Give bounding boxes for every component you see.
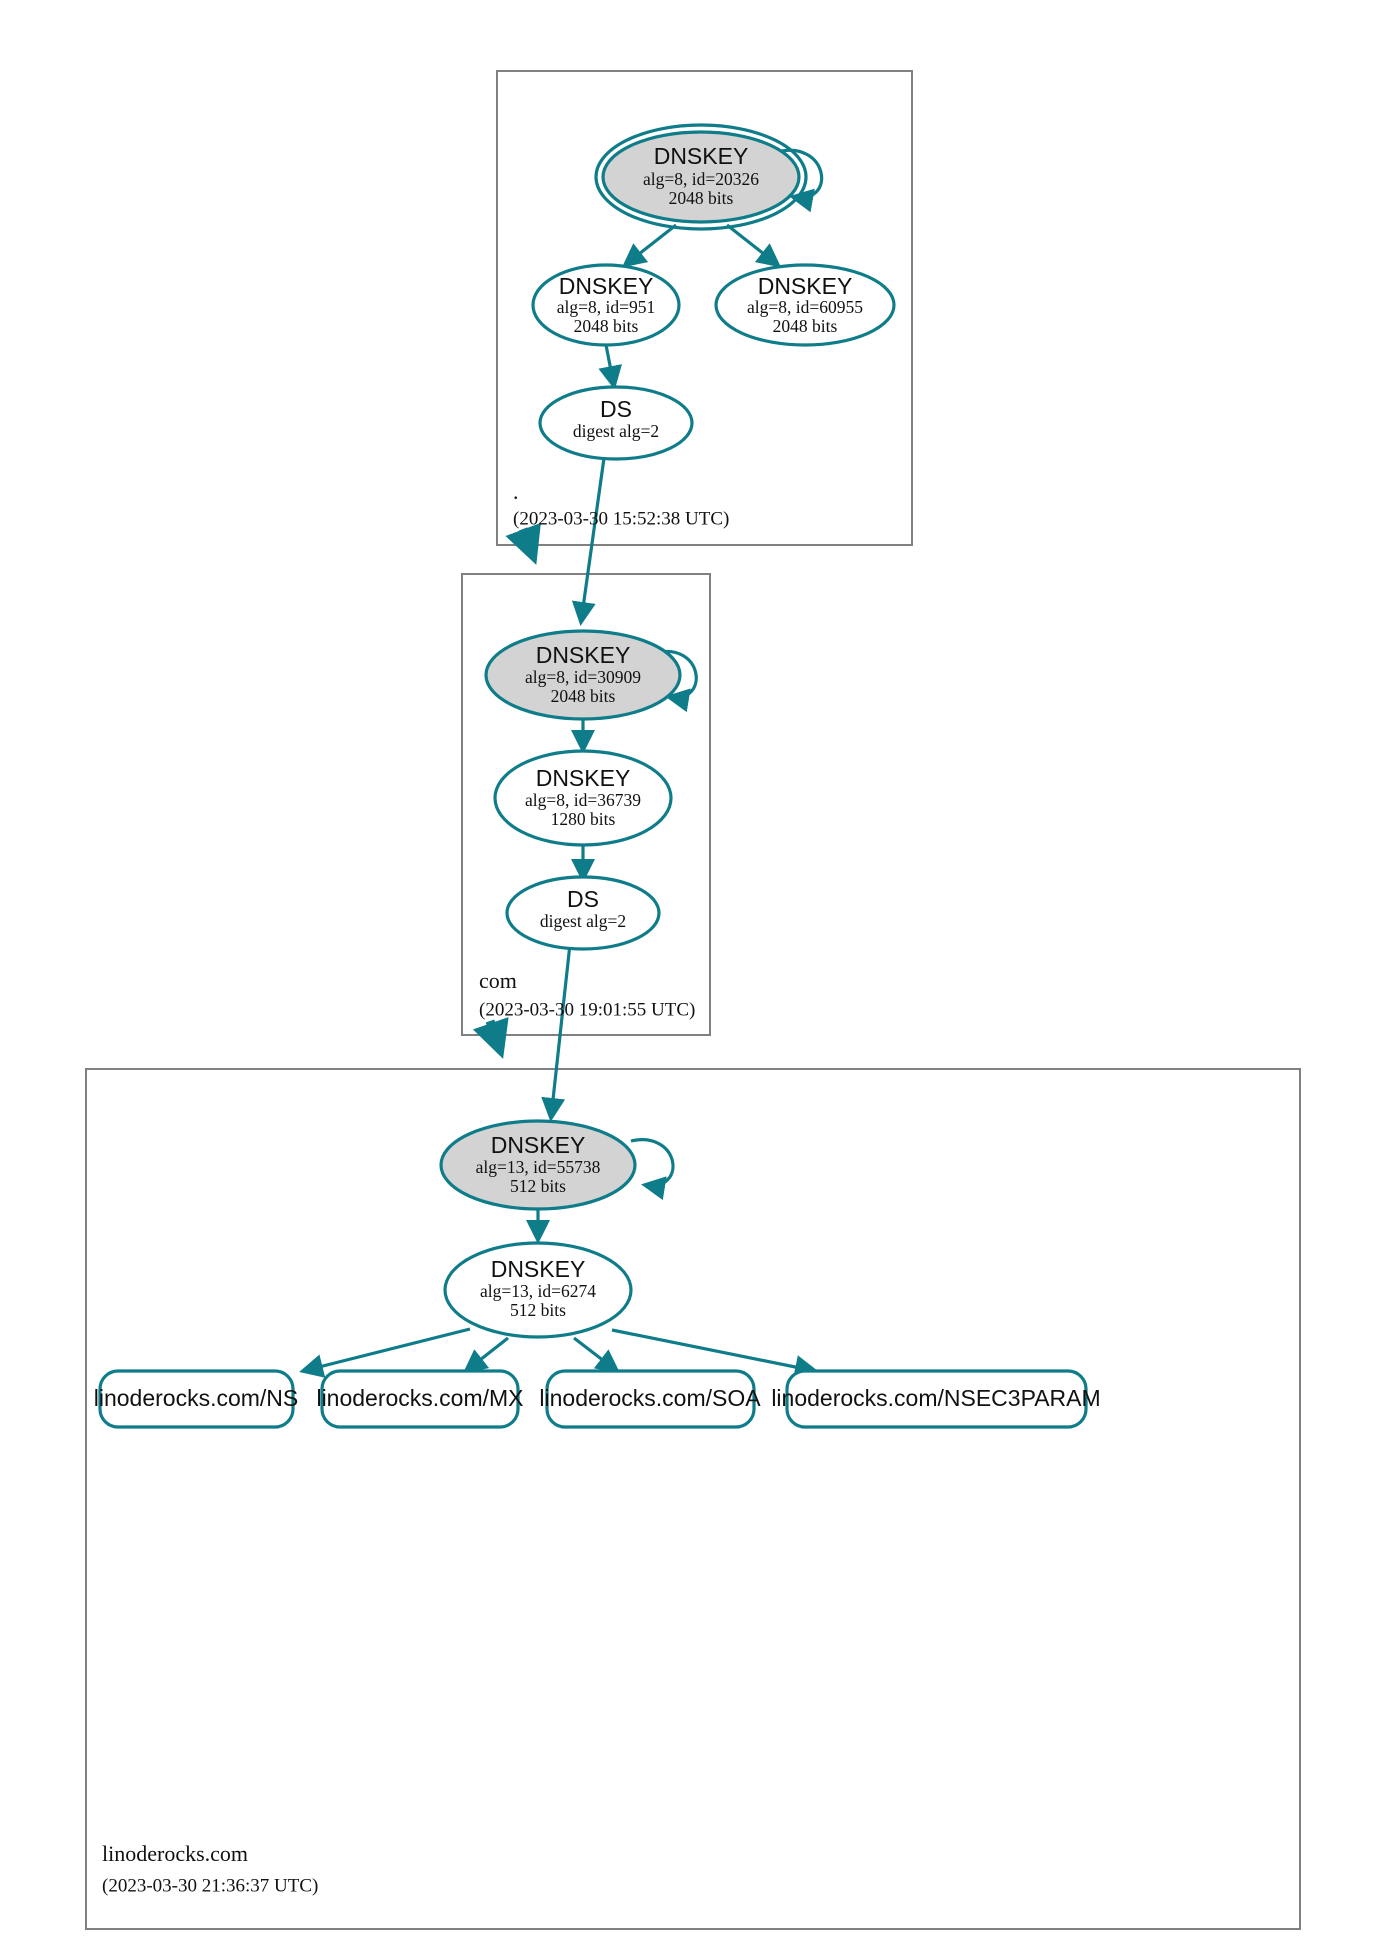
rrset-label: linoderocks.com/NS bbox=[94, 1385, 299, 1411]
node-bits: 2048 bits bbox=[669, 188, 734, 208]
node-ellipse bbox=[714, 263, 896, 347]
node-params: alg=13, id=6274 bbox=[480, 1281, 596, 1301]
rrset-label: linoderocks.com/NSEC3PARAM bbox=[771, 1385, 1100, 1411]
node-ellipse bbox=[439, 1119, 637, 1211]
edge-root-ds-to-com-ksk bbox=[571, 450, 607, 626]
node-title: DNSKEY bbox=[491, 1256, 586, 1282]
node-lr-ksk[interactable]: DNSKEY alg=13, id=55738 512 bits bbox=[439, 1119, 637, 1211]
node-title: DNSKEY bbox=[758, 273, 853, 299]
node-title: DS bbox=[567, 886, 599, 912]
edge-lr-zsk-to-rrset-ns bbox=[299, 1327, 471, 1378]
node-ellipse bbox=[443, 1241, 633, 1339]
node-ellipse bbox=[493, 749, 673, 847]
edge-lr-zsk-to-rrset-mx bbox=[462, 1336, 509, 1374]
trust-anchor-outer-ring bbox=[594, 123, 808, 231]
node-params: alg=8, id=60955 bbox=[747, 297, 863, 317]
node-params: alg=13, id=55738 bbox=[476, 1157, 601, 1177]
node-title: DNSKEY bbox=[559, 273, 654, 299]
rrset-box bbox=[320, 1369, 520, 1429]
node-root-ksk[interactable]: DNSKEY alg=8, id=20326 2048 bits bbox=[594, 123, 808, 231]
node-title: DS bbox=[600, 396, 632, 422]
node-root-zsk-951[interactable]: DNSKEY alg=8, id=951 2048 bits bbox=[531, 263, 681, 347]
node-bits: 2048 bits bbox=[551, 686, 616, 706]
node-title: DNSKEY bbox=[536, 765, 631, 791]
node-bits: 2048 bits bbox=[773, 316, 838, 336]
node-bits: 1280 bits bbox=[551, 809, 616, 829]
zone-label-com-name: com bbox=[479, 968, 517, 993]
edge-root-ksk-to-zsk60955 bbox=[726, 223, 782, 268]
node-params: digest alg=2 bbox=[573, 421, 659, 441]
zone-label-root-name: . bbox=[513, 479, 519, 504]
rrset-ns[interactable]: linoderocks.com/NS bbox=[94, 1369, 299, 1429]
node-params: alg=8, id=30909 bbox=[525, 667, 641, 687]
node-ellipse bbox=[538, 385, 694, 461]
zone-label-com-timestamp: (2023-03-30 19:01:55 UTC) bbox=[479, 999, 695, 1020]
node-lr-zsk[interactable]: DNSKEY alg=13, id=6274 512 bits bbox=[443, 1241, 633, 1339]
zone-label-root-timestamp: (2023-03-30 15:52:38 UTC) bbox=[513, 508, 729, 529]
node-ellipse bbox=[484, 629, 682, 721]
zone-box-linoderocks bbox=[85, 1068, 1301, 1930]
node-com-ksk[interactable]: DNSKEY alg=8, id=30909 2048 bits bbox=[484, 629, 682, 721]
node-com-ds[interactable]: DS digest alg=2 bbox=[505, 875, 661, 951]
rrset-box bbox=[785, 1369, 1088, 1429]
node-title: DNSKEY bbox=[536, 642, 631, 668]
node-bits: 512 bits bbox=[510, 1176, 566, 1196]
rrset-mx[interactable]: linoderocks.com/MX bbox=[316, 1369, 524, 1429]
edge-self-loop-lr-ksk bbox=[630, 1138, 675, 1201]
edge-root-ksk-to-zsk951 bbox=[621, 223, 677, 268]
node-ellipse bbox=[505, 875, 661, 951]
node-title: DNSKEY bbox=[491, 1132, 586, 1158]
edge-self-loop-com-ksk bbox=[654, 649, 698, 713]
node-params: alg=8, id=36739 bbox=[525, 790, 641, 810]
edge-com-ds-to-lr-ksk bbox=[541, 943, 572, 1122]
node-params: digest alg=2 bbox=[540, 911, 626, 931]
edge-zone-delegation-com-to-linoderocks bbox=[472, 1017, 509, 1059]
node-params: alg=8, id=20326 bbox=[643, 169, 759, 189]
rrset-nsec3param[interactable]: linoderocks.com/NSEC3PARAM bbox=[771, 1369, 1101, 1429]
zone-label-linoderocks-timestamp: (2023-03-30 21:36:37 UTC) bbox=[102, 1875, 318, 1896]
edge-root-zsk951-to-ds bbox=[598, 344, 622, 390]
rrset-box bbox=[545, 1369, 756, 1429]
zone-label-linoderocks-name: linoderocks.com bbox=[102, 1841, 248, 1866]
rrset-soa[interactable]: linoderocks.com/SOA bbox=[539, 1369, 761, 1429]
rrset-label: linoderocks.com/SOA bbox=[539, 1385, 761, 1411]
node-ellipse bbox=[531, 263, 681, 347]
rrset-box bbox=[98, 1369, 295, 1429]
node-root-ds[interactable]: DS digest alg=2 bbox=[538, 385, 694, 461]
node-root-zsk-60955[interactable]: DNSKEY alg=8, id=60955 2048 bits bbox=[714, 263, 896, 347]
node-params: alg=8, id=951 bbox=[557, 297, 655, 317]
node-ellipse bbox=[601, 130, 801, 224]
rrset-label: linoderocks.com/MX bbox=[316, 1385, 523, 1411]
node-bits: 512 bits bbox=[510, 1300, 566, 1320]
edge-zone-delegation-root-to-com bbox=[505, 522, 541, 565]
node-bits: 2048 bits bbox=[574, 316, 639, 336]
node-title: DNSKEY bbox=[654, 143, 749, 169]
node-com-zsk[interactable]: DNSKEY alg=8, id=36739 1280 bits bbox=[493, 749, 673, 847]
edge-lr-zsk-to-rrset-nsec3param bbox=[611, 1328, 819, 1379]
edge-lr-zsk-to-rrset-soa bbox=[573, 1336, 621, 1374]
